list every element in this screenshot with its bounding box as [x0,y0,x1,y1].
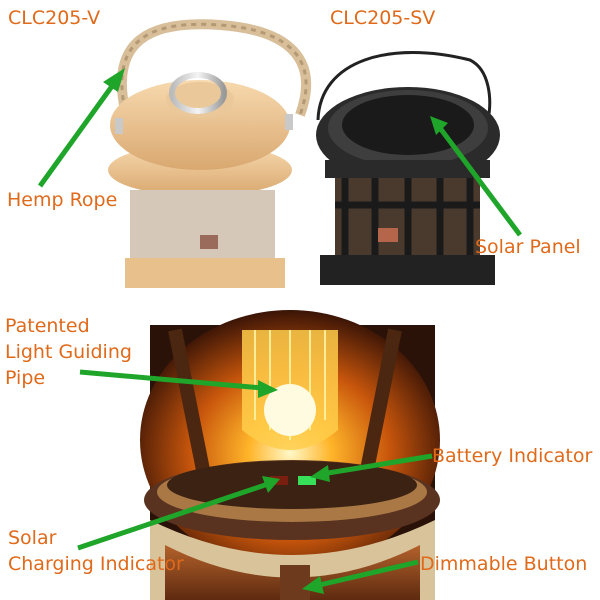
callout-arrows [37,68,523,594]
hemp-rope-label: Hemp Rope [7,189,118,211]
model-left-label: CLC205-V [8,7,101,29]
black-solar-lantern [316,51,500,285]
model-right-label: CLC205-SV [330,7,436,29]
solar-charging-label-line2: Charging Indicator [8,553,184,575]
dimmable-button-label: Dimmable Button [420,553,588,575]
light-pipe-label-line1: Patented [5,315,90,337]
battery-indicator-label: Battery Indicator [432,445,593,467]
lantern-closeup [140,310,440,600]
cream-rope-lantern [108,19,312,288]
solar-panel-label: Solar Panel [475,236,581,258]
solar-charging-label-line1: Solar [8,527,57,549]
light-pipe-label-line3: Pipe [5,367,46,389]
light-pipe-label-line2: Light Guiding [5,341,132,363]
